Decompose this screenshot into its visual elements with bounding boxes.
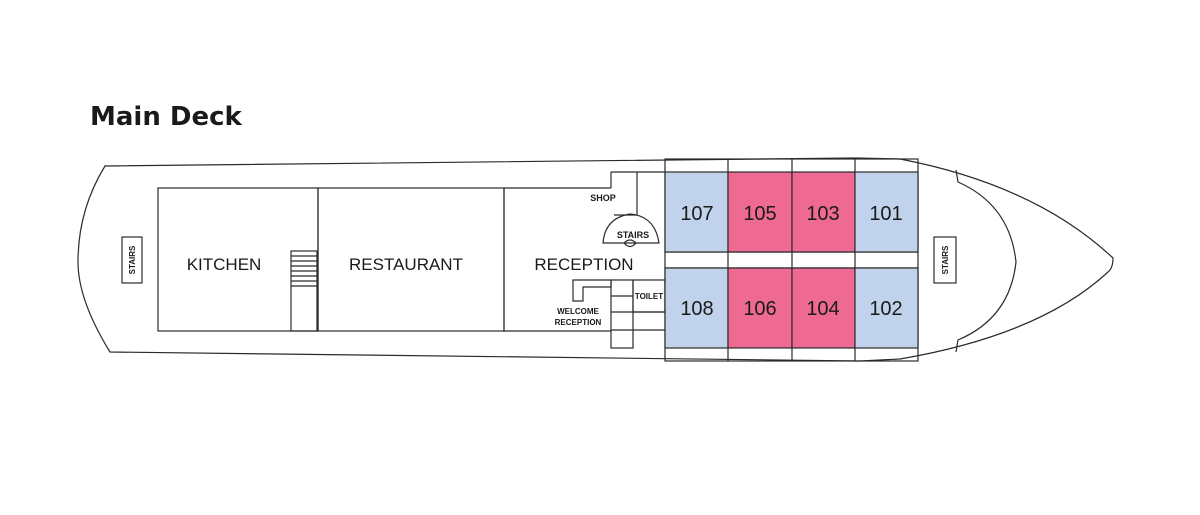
stairs-bow-box bbox=[933, 236, 957, 284]
stairs-aft-box bbox=[121, 236, 143, 284]
cabin-105[interactable] bbox=[727, 171, 793, 253]
cabin-107[interactable] bbox=[664, 171, 729, 253]
cabin-102-label: 102 bbox=[869, 298, 902, 320]
toilet-label: TOILET bbox=[635, 292, 663, 301]
cabin-105-label: 105 bbox=[743, 203, 776, 225]
stairs-aft-label: STAIRS bbox=[128, 245, 137, 274]
welcome-label-line2: RECEPTION bbox=[555, 318, 602, 327]
deck-title: Main Deck bbox=[90, 102, 242, 132]
cabin-101-label: 101 bbox=[869, 203, 902, 225]
cabin-104-label: 104 bbox=[806, 298, 839, 320]
welcome-desk bbox=[572, 279, 612, 302]
cabin-102[interactable] bbox=[854, 267, 919, 349]
cabin-108-label: 108 bbox=[680, 298, 713, 320]
kitchen-stairs bbox=[290, 250, 318, 332]
cabin-103-label: 103 bbox=[806, 203, 839, 225]
cabin-103[interactable] bbox=[791, 171, 856, 253]
cabin-107-label: 107 bbox=[680, 203, 713, 225]
cabin-106-label: 106 bbox=[743, 298, 776, 320]
stairs-bow-label: STAIRS bbox=[941, 245, 950, 274]
stairs-center-outline bbox=[602, 213, 660, 244]
cabin-106[interactable] bbox=[727, 267, 793, 349]
cabin-104[interactable] bbox=[791, 267, 856, 349]
kitchen-stair-steps bbox=[291, 255, 317, 287]
service-block bbox=[610, 279, 634, 349]
stairs-center-arc bbox=[623, 239, 637, 248]
cabin-108[interactable] bbox=[664, 267, 729, 349]
shop-label: SHOP bbox=[590, 193, 616, 203]
bow-inner-curve bbox=[955, 169, 1017, 353]
restaurant-label: RESTAURANT bbox=[349, 255, 463, 274]
welcome-label-line1: WELCOME bbox=[557, 307, 599, 316]
cabin-101[interactable] bbox=[854, 171, 919, 253]
shop-area bbox=[610, 171, 665, 215]
hull-outline bbox=[77, 157, 1114, 362]
reception-room bbox=[503, 187, 611, 332]
reception-label: RECEPTION bbox=[534, 255, 633, 274]
stairs-center-label: STAIRS bbox=[617, 230, 649, 240]
kitchen-label: KITCHEN bbox=[187, 255, 262, 274]
